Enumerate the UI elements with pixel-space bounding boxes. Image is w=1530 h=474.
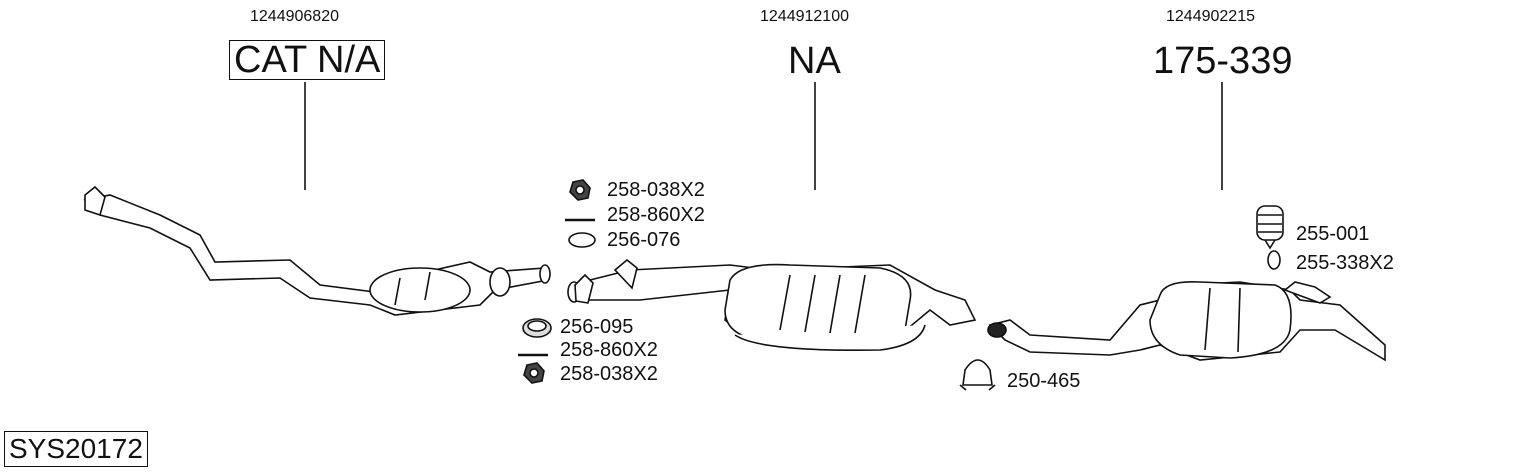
rear-silencer-pipe	[987, 280, 1386, 362]
system-code: SYS20172	[4, 431, 148, 467]
rubber-ring-icon	[1267, 250, 1281, 270]
accessory-label[interactable]: 258-038X2	[607, 179, 705, 201]
accessory-icons	[518, 179, 1284, 391]
oe-number-3: 1244902215	[1166, 8, 1255, 25]
oe-number-2: 1244912100	[760, 8, 849, 25]
part-label-middle[interactable]: NA	[788, 40, 841, 82]
leader-lines	[304, 82, 1223, 190]
catalyst-front-pipe	[83, 185, 551, 316]
accessory-label[interactable]: 250-465	[1007, 370, 1081, 392]
ring-icon	[568, 232, 596, 248]
accessory-label[interactable]: 255-001	[1296, 223, 1370, 245]
part-label-rear[interactable]: 175-339	[1153, 40, 1293, 82]
accessory-label[interactable]: 256-076	[607, 229, 681, 251]
accessory-label[interactable]: 256-095	[560, 316, 634, 338]
part-label-cat[interactable]: CAT N/A	[229, 40, 386, 80]
middle-silencer-pipe	[567, 258, 977, 351]
accessory-label[interactable]: 258-860X2	[560, 339, 658, 361]
accessory-label[interactable]: 258-038X2	[560, 363, 658, 385]
rubber-mount-icon	[1256, 205, 1284, 241]
oe-number-1: 1244906820	[250, 8, 339, 25]
accessory-label[interactable]: 255-338X2	[1296, 252, 1394, 274]
accessory-label[interactable]: 258-860X2	[607, 204, 705, 226]
clamp-icon	[962, 359, 993, 386]
